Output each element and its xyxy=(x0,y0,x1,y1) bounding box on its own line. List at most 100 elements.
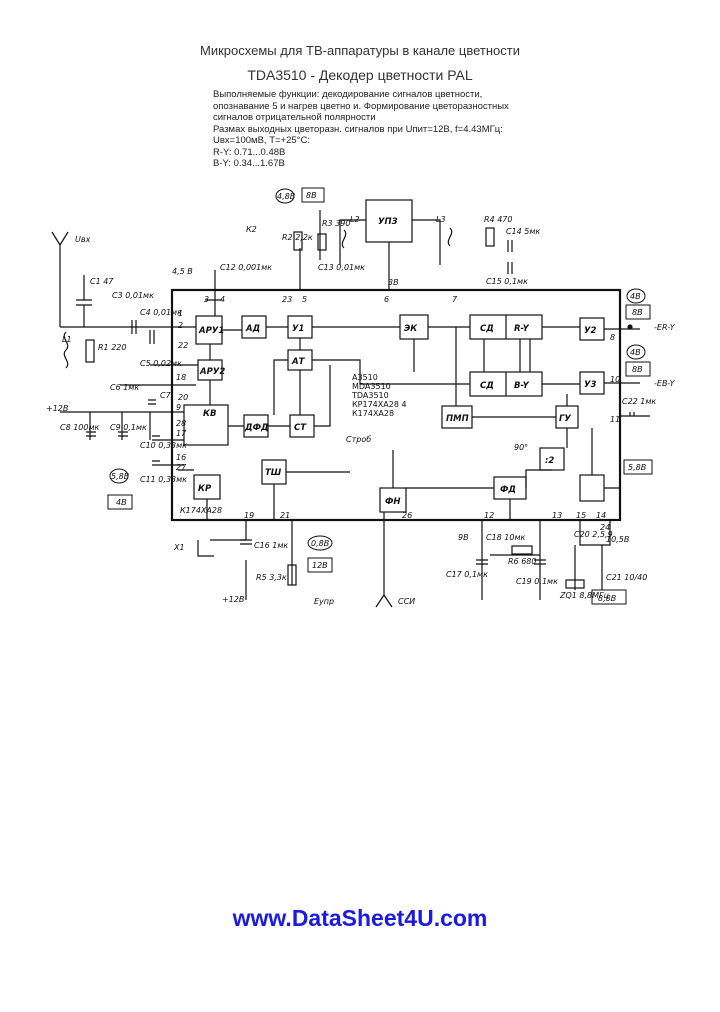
voltage-label: 4,5 В xyxy=(172,267,193,276)
component-label: C20 2,5,9 xyxy=(574,530,613,539)
pin-number: 9 xyxy=(176,403,181,412)
chip-list-item: MDA3510 xyxy=(352,382,391,391)
output-ry-label: -ER-Y xyxy=(654,323,676,332)
component-label: L1 xyxy=(62,335,72,344)
pin-number: 20 xyxy=(178,393,188,402)
pin-number: 11 xyxy=(610,415,620,424)
component-label: X1 xyxy=(173,543,185,552)
component-label: C14 5мк xyxy=(506,227,540,236)
block-sd1-label: СД xyxy=(480,324,494,334)
block-ry-label: R-Y xyxy=(514,324,530,334)
voltage-tag: 9В xyxy=(458,533,469,542)
chip-name-label: К174ХА28 xyxy=(180,506,222,515)
voltage-tag: 12В xyxy=(312,561,328,570)
block-sd2-label: СД xyxy=(480,381,494,391)
pin-number: 1 xyxy=(178,309,183,318)
description-line: Размах выходных цветоразн. сигналов при … xyxy=(213,123,503,135)
pin-number: 7 xyxy=(452,295,458,304)
pin-number: 27 xyxy=(176,463,187,472)
pin-number: 6 xyxy=(384,295,389,304)
pin-number: 17 xyxy=(176,429,187,438)
component-label: L2 xyxy=(350,215,360,224)
block-ek-label: ЭК xyxy=(404,324,418,334)
description-line: Выполняемые функции: декодирование сигна… xyxy=(213,89,483,100)
circuit-schematic: АРУ1 АД У1 АРУ2 АТ КВ ДФД СТ ТШ КР ЭК СД… xyxy=(46,187,676,608)
description-line: сигналов отрицательной полярности xyxy=(213,112,376,123)
block-dfd-label: ДФД xyxy=(244,423,269,433)
component-label: C15 0,1мк xyxy=(486,277,528,286)
component-label: C12 0,001мк xyxy=(220,263,272,272)
component-label: C18 10мк xyxy=(486,533,526,542)
voltage-tag: 4В xyxy=(630,348,641,357)
block-ad-label: АД xyxy=(245,324,260,334)
pin-number: 10 xyxy=(610,375,620,384)
pin-number: 24 xyxy=(600,523,610,532)
document-title: Микросхемы для ТВ-аппаратуры в канале цв… xyxy=(200,43,520,58)
block-kv-label: КВ xyxy=(203,409,216,419)
pin-number: 18 xyxy=(176,373,186,382)
voltage-tag: 8,8В xyxy=(598,594,616,603)
component-label: C11 0,33мк xyxy=(140,475,187,484)
chip-list-item: КР174ХА28 4 xyxy=(352,400,407,409)
document-subtitle: TDA3510 - Декодер цветности PAL xyxy=(247,67,473,83)
block-pmp-label: ПМП xyxy=(446,414,469,424)
input-label: Uвх xyxy=(75,235,91,244)
voltage-tag: 8В xyxy=(632,308,643,317)
component-label: R3 390 xyxy=(322,219,350,228)
component-label: C6 1мк xyxy=(110,383,139,392)
pin-number: 5 xyxy=(302,295,307,304)
component-label: R2 2,2к xyxy=(282,233,313,242)
pin-number: 26 xyxy=(402,511,412,520)
component-label: R4 470 xyxy=(484,215,512,224)
voltage-tag: 5,8В xyxy=(628,463,646,472)
block-kr-label: КР xyxy=(198,484,212,494)
block-by-label: B-Y xyxy=(514,381,530,391)
component-label: R6 680 xyxy=(508,557,536,566)
pin-number: 12 xyxy=(484,511,494,520)
chip-list-item: A3510 xyxy=(352,373,378,382)
pin-number: 28 xyxy=(176,419,186,428)
component-label: R1 220 xyxy=(98,343,126,352)
voltage-tag: 8В xyxy=(632,365,643,374)
chip-list-item: К174ХА28 xyxy=(352,409,394,418)
component-label: R5 3,3к xyxy=(256,573,287,582)
output-by-label: -EB-Y xyxy=(654,379,676,388)
block-kv xyxy=(183,404,229,446)
description-line: R-Y: 0.71...0.48В xyxy=(213,146,286,158)
pin-number: 22 xyxy=(178,341,188,350)
block-aru1-label: АРУ1 xyxy=(198,326,224,336)
voltage-tag: 8В xyxy=(306,191,317,200)
block-st-label: СТ xyxy=(294,423,307,433)
component-label: C16 1мк xyxy=(254,541,288,550)
voltage-tag: 10,5В xyxy=(606,535,629,544)
strobe-label: Строб xyxy=(346,435,371,444)
block-u3-label: У3 xyxy=(584,380,597,390)
pin-number: 21 xyxy=(280,511,290,520)
component-label: ZQ1 8,8МГц xyxy=(559,591,609,600)
block-div2-label: :2 xyxy=(545,456,554,466)
chip-list-item: TDA3510 xyxy=(351,391,389,400)
block-at-label: АТ xyxy=(291,357,306,367)
block-gu-label: ГУ xyxy=(559,414,571,424)
pin-number: 14 xyxy=(596,511,606,520)
ssi-label: ССИ xyxy=(398,597,415,606)
voltage-tag: 3В xyxy=(388,278,399,287)
pin-number: 19 xyxy=(244,511,254,520)
voltage-tag: 4В xyxy=(116,498,127,507)
pin-number: 8 xyxy=(610,333,615,342)
component-label: C21 10/40 xyxy=(606,573,647,582)
supply-label: +12В xyxy=(46,404,68,413)
description-line: Uвх=100мВ, T=+25°С: xyxy=(213,135,310,146)
block-fd-label: ФД xyxy=(500,485,516,495)
voltage-tag: 0,8В xyxy=(311,539,329,548)
block-tsh-label: ТШ xyxy=(265,468,282,478)
component-label: C17 0,1мк xyxy=(446,570,488,579)
component-label: C8 100мк xyxy=(60,423,100,432)
pin-number: 2 xyxy=(178,321,183,330)
component-label: L3 xyxy=(436,215,446,224)
pin-number: 4 xyxy=(220,295,225,304)
supply-label: +12В xyxy=(222,595,244,604)
pin-number: 3 xyxy=(204,295,209,304)
footer-site-link[interactable]: www.DataSheet4U.com xyxy=(232,905,488,931)
voltage-tag: 4В xyxy=(630,292,641,301)
